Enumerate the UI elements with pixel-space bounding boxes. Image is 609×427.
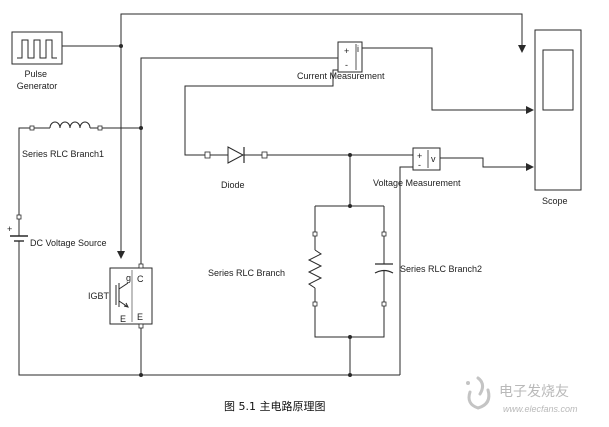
transistor-symbol-icon bbox=[115, 282, 129, 308]
igbt-e-port-right: E bbox=[137, 312, 143, 322]
square-wave-icon bbox=[17, 39, 57, 59]
voltage-minus-port: - bbox=[418, 160, 421, 170]
watermark-url: www.elecfans.com bbox=[503, 404, 578, 414]
watermark-logo-icon bbox=[466, 376, 491, 410]
dc-voltage-source-block[interactable]: + bbox=[7, 214, 28, 246]
igbt-g-port: g bbox=[126, 273, 131, 283]
diode-symbol-icon bbox=[227, 146, 245, 164]
current-minus-port: - bbox=[345, 60, 348, 70]
series-rlc-branch2-label: Series RLC Branch2 bbox=[400, 264, 482, 274]
series-rlc-branch1-label: Series RLC Branch1 bbox=[22, 149, 104, 159]
pulse-generator-label: Pulse Generator bbox=[17, 69, 58, 91]
series-rlc-branch1-block[interactable] bbox=[29, 121, 103, 131]
current-output-port: i bbox=[357, 44, 359, 54]
signal-wires bbox=[62, 13, 534, 259]
diode-label: Diode bbox=[221, 180, 245, 190]
resistor-zigzag-icon bbox=[307, 249, 323, 289]
diode-block[interactable] bbox=[204, 146, 268, 164]
capacitor-plate-bottom bbox=[374, 269, 394, 274]
current-measurement-label: Current Measurement bbox=[297, 71, 385, 81]
current-plus-port: + bbox=[344, 46, 349, 56]
voltage-measurement-block[interactable]: + - v bbox=[412, 147, 441, 171]
igbt-block[interactable]: g C E E bbox=[109, 263, 153, 329]
watermark-text: 电子发烧友 bbox=[499, 384, 569, 400]
inductor-coil-icon bbox=[49, 121, 91, 129]
voltage-measurement-label: Voltage Measurement bbox=[373, 178, 461, 188]
scope-label: Scope bbox=[542, 196, 568, 206]
igbt-label: IGBT bbox=[88, 291, 110, 301]
voltage-output-port: v bbox=[431, 154, 436, 164]
scope-screen bbox=[542, 49, 574, 111]
dc-plus-sign: + bbox=[7, 224, 12, 234]
power-wires bbox=[18, 57, 413, 376]
igbt-c-port: C bbox=[137, 274, 144, 284]
pulse-generator-label-line2: Generator bbox=[17, 81, 58, 91]
voltage-plus-port: + bbox=[417, 151, 422, 161]
pulse-generator-label-line1: Pulse bbox=[24, 69, 47, 79]
series-rlc-branch-label: Series RLC Branch bbox=[208, 268, 285, 278]
igbt-e-port-left: E bbox=[120, 314, 126, 324]
series-rlc-branch2-block[interactable] bbox=[374, 231, 394, 307]
pulse-generator-block[interactable] bbox=[11, 31, 63, 65]
scope-block[interactable] bbox=[534, 29, 582, 191]
watermark: 电子发烧友 www.elecfans.com bbox=[466, 376, 578, 414]
junction-dots bbox=[119, 44, 352, 377]
current-measurement-block[interactable]: + i - bbox=[337, 41, 363, 73]
dc-voltage-source-label: DC Voltage Source bbox=[30, 238, 107, 248]
series-rlc-branch-block[interactable] bbox=[307, 231, 323, 307]
figure-caption: 图 5.1 主电路原理图 bbox=[224, 400, 326, 413]
